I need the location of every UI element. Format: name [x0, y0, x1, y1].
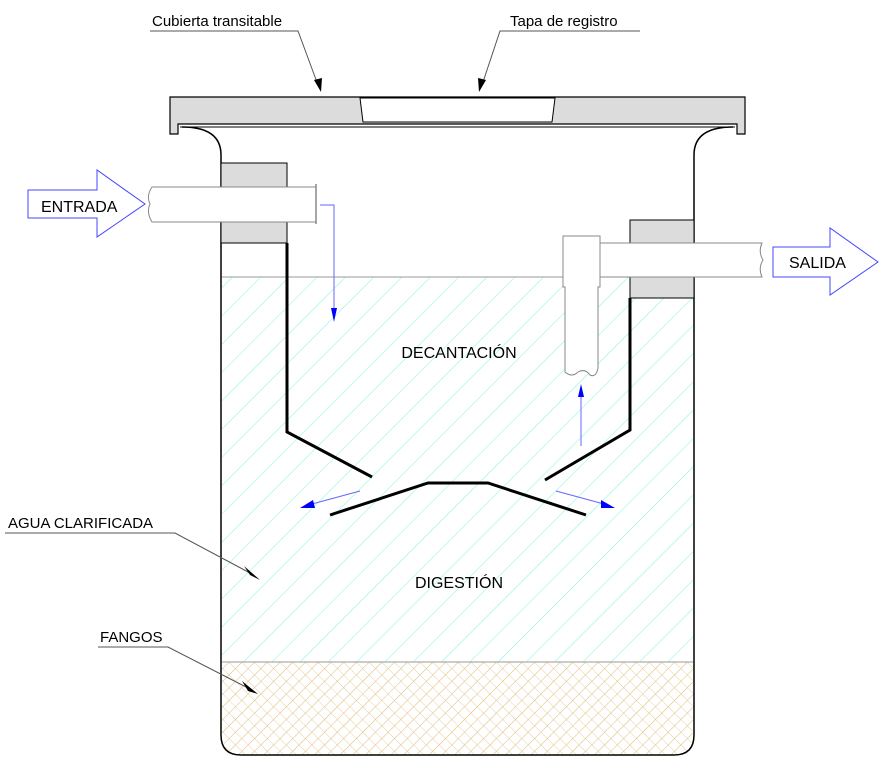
- sludge-region: [222, 662, 693, 755]
- outlet-label: SALIDA: [789, 255, 846, 272]
- digestion-label: DIGESTIÓN: [415, 573, 503, 592]
- manhole-cover: [359, 97, 556, 123]
- cover-callout: Cubierta transitable: [152, 13, 282, 30]
- inlet-label: ENTRADA: [41, 199, 118, 216]
- outlet-pipe: [597, 242, 764, 278]
- callout-leaders: [5, 30, 640, 694]
- clarified-water-callout: AGUA CLARIFICADA: [8, 515, 153, 532]
- central-deflector: [329, 481, 587, 517]
- outlet-baffle: [544, 298, 632, 482]
- cover-slab: [169, 96, 746, 135]
- outlet-tee: [562, 235, 601, 377]
- inlet-arrow: [27, 169, 146, 238]
- inlet-pipe: [147, 186, 317, 223]
- water-region: [222, 277, 693, 662]
- tank-wall: [181, 126, 734, 756]
- settling-label: DECANTACIÓN: [401, 343, 516, 362]
- manhole-callout: Tapa de registro: [510, 13, 618, 30]
- flow-arrows: [300, 204, 615, 508]
- sludge-callout: FANGOS: [100, 629, 163, 646]
- outlet-arrow: [772, 227, 879, 296]
- inlet-baffle: [285, 243, 373, 479]
